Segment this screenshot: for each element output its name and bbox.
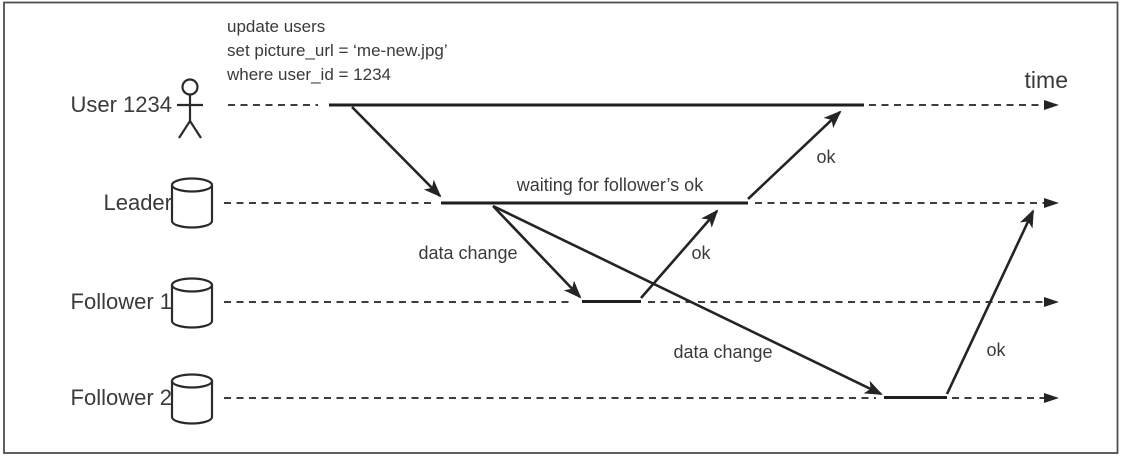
- arrow-ok-follower2-to-leader: [945, 209, 1035, 395]
- database-icon-follower1: [170, 277, 214, 329]
- lane-label-user-1234: User 1234: [70, 92, 172, 117]
- query-line-2: set picture_url = ‘me-new.jpg’: [227, 41, 448, 60]
- time-axis-label: time: [1024, 67, 1068, 93]
- arrow-data-change-leader-to-follower1: [492, 205, 582, 299]
- follower1-timeline: [224, 297, 1059, 307]
- arrow-ok-follower1-to-leader: [640, 209, 719, 299]
- diagram-border: [3, 1, 1119, 454]
- message-arrows: [351, 106, 1035, 396]
- data-change-label-follower2: data change: [673, 342, 773, 362]
- ok-label-follower1: ok: [691, 243, 711, 263]
- lane-label-follower-1: Follower 1: [70, 289, 172, 314]
- update-query-annotation: update users set picture_url = ‘me-new.j…: [227, 15, 448, 87]
- query-line-1: update users: [227, 17, 326, 36]
- user-timeline-arrowhead: [1044, 100, 1059, 110]
- lane-label-leader: Leader: [103, 190, 172, 215]
- follower1-timeline-arrowhead: [1044, 297, 1059, 307]
- database-icon-follower2: [170, 373, 214, 425]
- user-timeline: [228, 100, 1059, 110]
- follower2-timeline-arrowhead: [1044, 393, 1059, 403]
- ok-label-user: ok: [816, 147, 836, 167]
- data-change-label-follower1: data change: [418, 243, 518, 263]
- arrow-ok-leader-to-user: [747, 110, 842, 200]
- follower2-timeline: [224, 393, 1059, 403]
- leader-timeline: [224, 198, 1059, 208]
- lane-label-follower-2: Follower 2: [70, 385, 172, 410]
- arrow-data-change-leader-to-follower2: [492, 204, 883, 396]
- arrow-update-user-to-leader: [351, 106, 442, 198]
- query-line-3: where user_id = 1234: [227, 65, 391, 84]
- database-icon-leader: [170, 177, 214, 229]
- waiting-note-label: waiting for follower’s ok: [516, 175, 704, 195]
- person-icon: [177, 78, 203, 139]
- leader-timeline-arrowhead: [1044, 198, 1059, 208]
- ok-label-follower2: ok: [986, 340, 1006, 360]
